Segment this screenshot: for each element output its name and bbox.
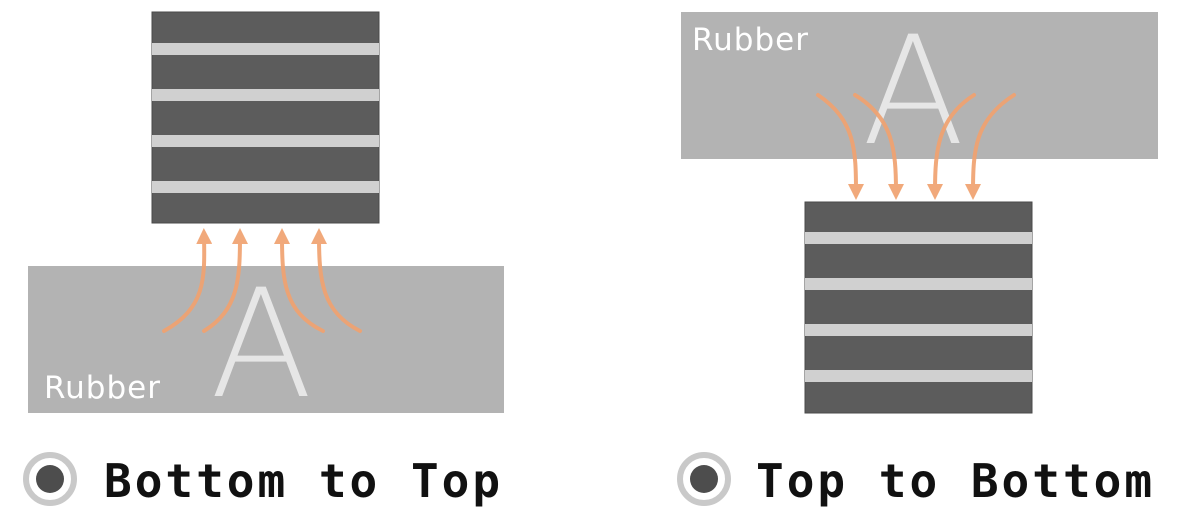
rubber-slab bbox=[681, 12, 1158, 159]
block-stripe bbox=[805, 324, 1032, 336]
striped-block bbox=[804, 201, 1033, 414]
option-label: Top to Bottom bbox=[756, 454, 1155, 508]
flow-arrow bbox=[162, 228, 213, 333]
block-stripe bbox=[152, 135, 379, 147]
striped-block bbox=[151, 11, 380, 224]
flow-arrow bbox=[816, 93, 864, 200]
rubber-label: Rubber bbox=[44, 370, 161, 406]
panel-top-to-bottom: A Rubber Top to Bottom bbox=[677, 5, 1158, 508]
flow-arrow bbox=[853, 93, 904, 200]
block-stripe bbox=[805, 232, 1032, 244]
rubber-slab bbox=[28, 266, 504, 413]
option-top-to-bottom[interactable]: Top to Bottom bbox=[677, 452, 1155, 508]
flow-arrow bbox=[965, 93, 1016, 200]
block-stripe bbox=[152, 43, 379, 55]
flow-arrow bbox=[202, 228, 248, 333]
option-label: Bottom to Top bbox=[104, 454, 503, 508]
flow-arrow bbox=[927, 93, 976, 200]
option-bottom-to-top[interactable]: Bottom to Top bbox=[23, 452, 503, 508]
block-stripe bbox=[805, 370, 1032, 382]
block-stripe bbox=[152, 89, 379, 101]
flow-arrow bbox=[311, 228, 362, 333]
rubber-letter: A bbox=[210, 258, 313, 432]
panel-bottom-to-top: Rubber A Bottom to Top bbox=[23, 11, 504, 508]
rubber-label: Rubber bbox=[692, 22, 809, 58]
flow-arrows-up bbox=[162, 228, 362, 333]
radio-selected-dot bbox=[36, 465, 64, 493]
flow-arrow bbox=[274, 228, 325, 333]
flow-arrows-down bbox=[816, 93, 1016, 200]
block-stripe bbox=[152, 181, 379, 193]
rubber-letter: A bbox=[862, 5, 965, 179]
block-stripe bbox=[805, 278, 1032, 290]
radio-selected-dot bbox=[690, 465, 718, 493]
